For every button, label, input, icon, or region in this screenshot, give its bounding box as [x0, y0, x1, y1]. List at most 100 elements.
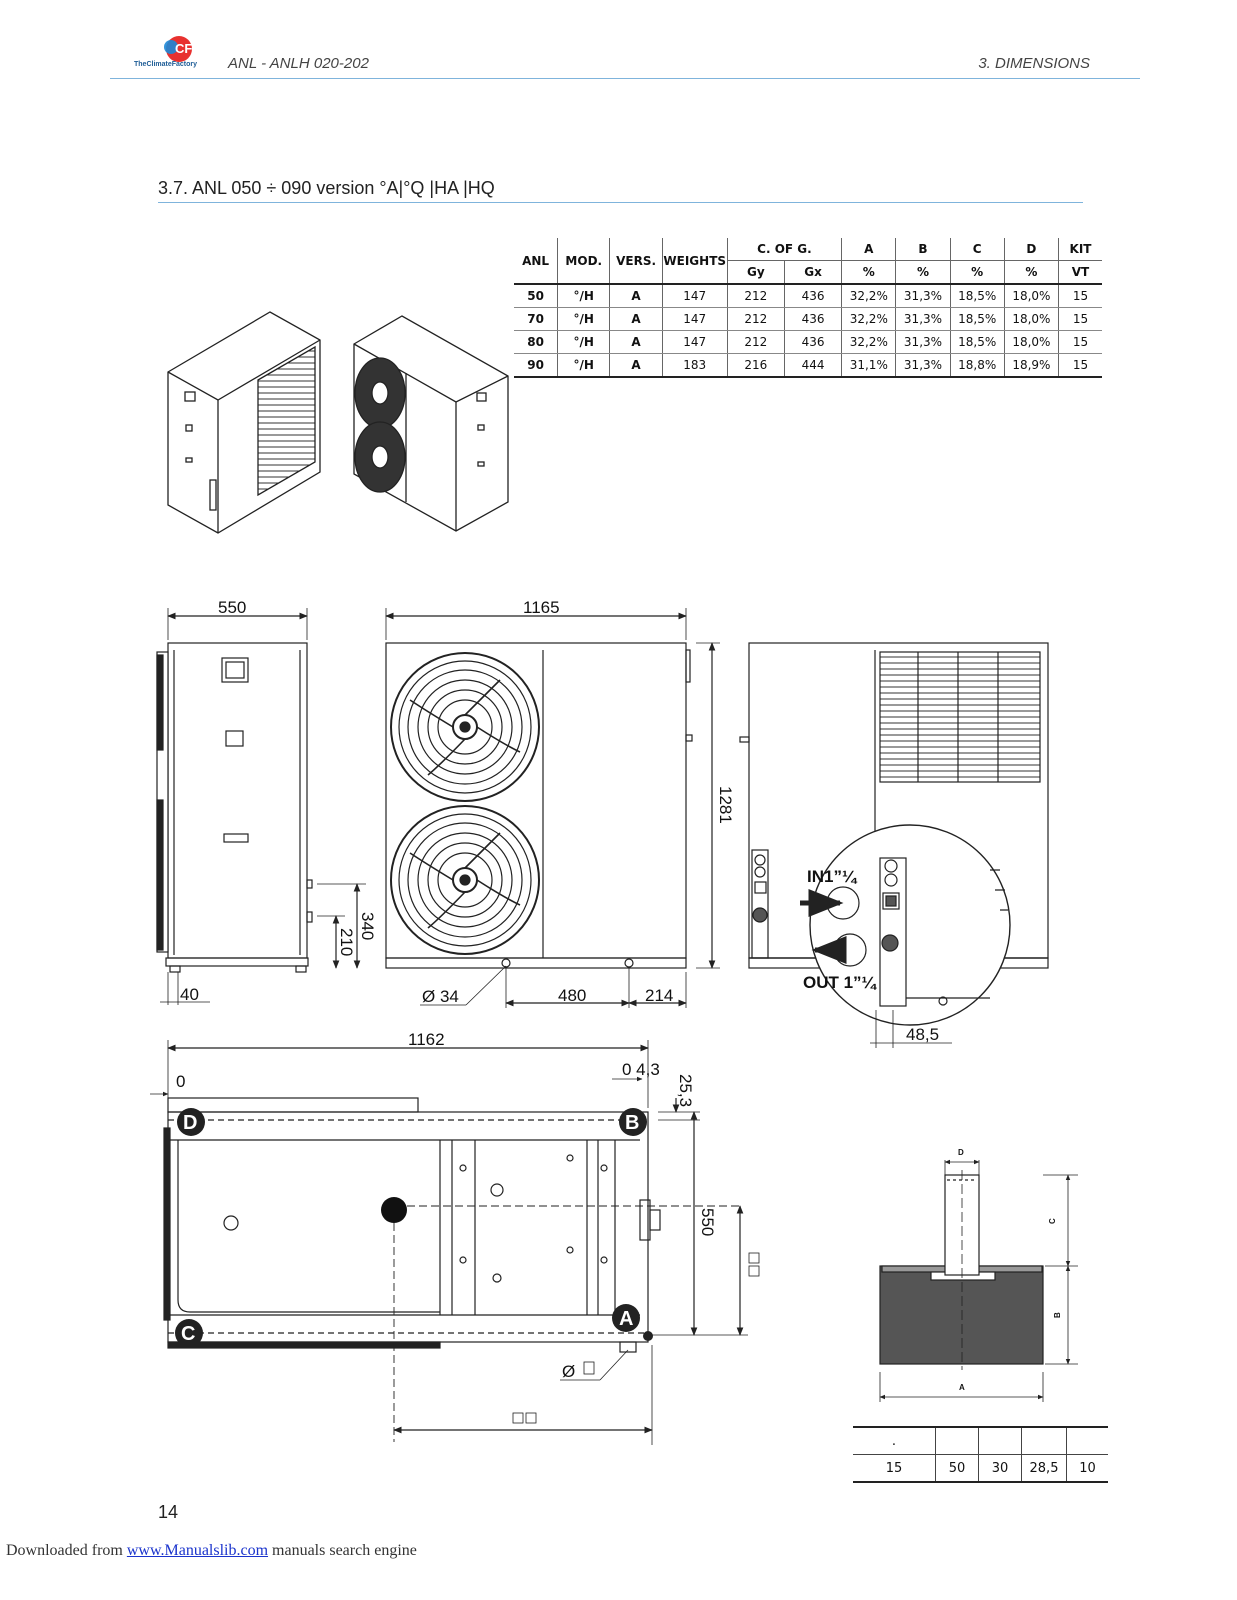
- table-cell: 18,0%: [1003, 284, 1059, 308]
- dim-48-5: 48,5: [906, 1025, 939, 1044]
- table-cell: °/H: [557, 353, 610, 378]
- table-cell: 216: [726, 353, 785, 378]
- table-cell: 436: [783, 284, 842, 308]
- dim-550-width: 550: [218, 598, 246, 617]
- table-cell: .: [853, 1426, 936, 1455]
- table-cell: 212: [726, 330, 785, 354]
- table-row: 80 °/H A 147 212 436 32,2% 31,3% 18,5% 1…: [514, 330, 1102, 354]
- table-cell: 15: [1058, 353, 1102, 378]
- col-b: B: [895, 238, 951, 261]
- mount-point-b-marker: [619, 1108, 647, 1136]
- col-cog: C. OF G.: [726, 238, 842, 261]
- table-cell: 30: [978, 1454, 1022, 1483]
- table-cell: [935, 1426, 979, 1455]
- outlet-label: OUT 1”¼: [803, 973, 878, 992]
- table-cell: 90: [514, 353, 558, 378]
- dim-340: 340: [358, 912, 377, 940]
- table-cell: 32,2%: [841, 330, 896, 354]
- table-cell: 28,5: [1021, 1454, 1067, 1483]
- spec-table: ANL MOD. VERS. WEIGHTS C. OF G. A B C D …: [514, 238, 1102, 378]
- mount-point-c-marker: [175, 1319, 203, 1347]
- mount-point-b-label: B: [625, 1112, 639, 1134]
- table-cell: 18,0%: [1003, 307, 1059, 331]
- table-row: 15 50 30 28,5 10: [853, 1454, 1108, 1483]
- section-title: 3.7. ANL 050 ÷ 090 version °A|°Q |HA |HQ: [158, 178, 495, 198]
- damper-dim-a: A: [959, 1383, 965, 1392]
- svg-text:CF: CF: [175, 41, 192, 56]
- table-cell: 10: [1066, 1454, 1108, 1483]
- table-cell: 32,2%: [841, 307, 896, 331]
- mount-point-c-label: C: [181, 1323, 195, 1345]
- dim-25-3: 25,3: [676, 1074, 695, 1107]
- table-row: 90 °/H A 183 216 444 31,1% 31,3% 18,8% 1…: [514, 353, 1102, 378]
- document-title: ANL - ANLH 020-202: [228, 55, 369, 72]
- dim-550-depth: 550: [698, 1208, 717, 1236]
- mount-point-d-marker: [177, 1108, 205, 1136]
- dim-40: 40: [180, 985, 199, 1004]
- download-footer: Downloaded from www.Manualslib.com manua…: [6, 1542, 417, 1560]
- dim-diameter-small: Ø: [562, 1362, 575, 1381]
- table-row: 70 °/H A 147 212 436 32,2% 31,3% 18,5% 1…: [514, 307, 1102, 331]
- col-anl: ANL: [514, 238, 558, 285]
- table-cell: 436: [783, 330, 842, 354]
- spec-header-row: ANL MOD. VERS. WEIGHTS C. OF G. A B C D …: [514, 238, 1102, 285]
- dim-1162: 1162: [408, 1030, 445, 1049]
- table-cell: 147: [661, 284, 728, 308]
- dim-210: 210: [337, 928, 356, 956]
- col-d-unit: %: [1003, 260, 1059, 285]
- table-cell: A: [609, 353, 663, 378]
- table-cell: 50: [514, 284, 558, 308]
- vibration-damper-drawing: [879, 1170, 1044, 1370]
- col-a: A: [841, 238, 896, 261]
- table-cell: 18,5%: [949, 307, 1005, 331]
- table-row: 50 °/H A 147 212 436 32,2% 31,3% 18,5% 1…: [514, 284, 1102, 308]
- table-cell: [1066, 1426, 1108, 1455]
- table-cell: 147: [661, 330, 728, 354]
- table-cell: [978, 1426, 1022, 1455]
- plan-view: [163, 1097, 661, 1353]
- dim-1165: 1165: [523, 598, 560, 617]
- connection-detail-magnifier: [800, 824, 1011, 1026]
- col-weights: WEIGHTS: [661, 238, 728, 285]
- table-cell: 212: [726, 307, 785, 331]
- manualslib-link[interactable]: www.Manualslib.com: [126, 1542, 269, 1559]
- climate-factory-logo: CF: [164, 36, 192, 62]
- table-cell: 18,0%: [1003, 330, 1059, 354]
- col-gy: Gy: [726, 260, 785, 285]
- table-cell: 18,8%: [949, 353, 1005, 378]
- table-cell: °/H: [557, 284, 610, 308]
- table-cell: 18,9%: [1003, 353, 1059, 378]
- table-cell: 31,3%: [895, 353, 951, 378]
- table-cell: 15: [1058, 284, 1102, 308]
- fan-upper-icon: [390, 652, 540, 802]
- dim-214: 214: [645, 986, 673, 1005]
- mount-point-a-marker: [612, 1304, 640, 1332]
- table-cell: °/H: [557, 307, 610, 331]
- inlet-label: IN1”¼: [807, 867, 858, 886]
- logo-text: TheClimateFactory: [134, 61, 198, 68]
- col-c: C: [949, 238, 1005, 261]
- table-cell: 212: [726, 284, 785, 308]
- col-mod: MOD.: [557, 238, 610, 285]
- footer-prefix: Downloaded from: [6, 1542, 127, 1559]
- table-cell: 31,3%: [895, 330, 951, 354]
- rear-view: [739, 642, 1049, 969]
- section-divider: [158, 202, 1083, 203]
- dim-1281: 1281: [716, 786, 735, 824]
- table-cell: 80: [514, 330, 558, 354]
- table-cell: 15: [1058, 307, 1102, 331]
- isometric-view-right: [353, 315, 509, 532]
- table-cell: A: [609, 284, 663, 308]
- table-cell: 18,5%: [949, 330, 1005, 354]
- spec-subheader-row: Gy Gx % % % % VT: [514, 260, 1102, 285]
- table-cell: 31,1%: [841, 353, 896, 378]
- damper-table: . 15 50 30 28,5 10: [853, 1426, 1108, 1483]
- table-cell: 15: [1058, 330, 1102, 354]
- fan-lower-icon: [390, 805, 540, 955]
- table-cell: 147: [661, 307, 728, 331]
- damper-table-header: .: [853, 1426, 1108, 1455]
- footer-suffix: manuals search engine: [268, 1542, 417, 1559]
- table-cell: 32,2%: [841, 284, 896, 308]
- table-cell: °/H: [557, 330, 610, 354]
- center-of-gravity-marker: [381, 1197, 407, 1223]
